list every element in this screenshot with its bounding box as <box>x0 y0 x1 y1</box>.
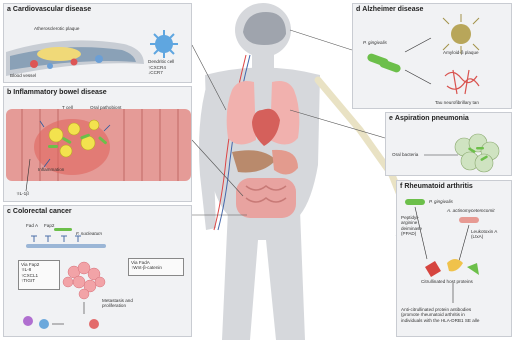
label-oral-pathobiont: Oral pathobiont <box>90 105 121 110</box>
label-citrullinated: Citrullinated host proteins <box>421 279 473 284</box>
label-metastasis: Metastasis and proliferation <box>102 298 133 309</box>
label-fap2: Fap2 <box>44 223 54 228</box>
alveoli-illustration <box>386 113 513 177</box>
label-t-cell: T cell <box>62 105 73 110</box>
label-dendritic-cell: Dendritic cell <box>148 59 174 64</box>
alzheimer-illustration <box>353 4 513 110</box>
box-via-fada: Via FadA ↑Wnt-β-catenin <box>128 258 184 276</box>
label-plaque: Atherosclerotic plaque <box>34 26 79 31</box>
tumor-cells <box>63 262 105 299</box>
label-fnucleatum: F. nucleatum <box>76 231 102 236</box>
box-via-fap2: Via Fap2 ↑IL-8 ↑CXCL1 ↑TIGIT <box>18 260 60 290</box>
label-fada: Fad A <box>26 223 38 228</box>
label-aa: A. actinomycetemcomit <box>447 208 494 213</box>
label-markers: ↑CXCR4 ↓CCR7 <box>148 65 166 76</box>
immune-cells <box>23 316 99 329</box>
tau-tangles <box>445 70 479 94</box>
amyloid-plaque <box>443 14 479 54</box>
body-silhouette <box>199 3 320 340</box>
dendritic-cell <box>150 30 178 58</box>
pgingivalis-bacteria <box>366 52 401 73</box>
label-ppad: Peptidyl- arginine deiminase (PPAD) <box>401 215 422 236</box>
label-il1b: ↑IL-1β <box>16 191 29 196</box>
label-pgingivalis: P. gingivalis <box>363 40 387 45</box>
via-fada-body: ↑Wnt-β-catenin <box>131 265 181 270</box>
label-acpa: Anti-citrullinated protein antibodies (p… <box>401 307 479 323</box>
label-inflammation: Inflammation <box>38 167 64 172</box>
intestines <box>236 178 296 218</box>
label-ltxa: Leukotoxin A (LtxA) <box>471 229 497 240</box>
label-amyloid: Amyloid-β plaque <box>443 50 479 55</box>
citrullinated-proteins <box>425 259 479 277</box>
via-fap2-body: ↑IL-8 ↑CXCL1 ↑TIGIT <box>21 267 57 283</box>
label-oral-bacteria: Oral bacteria <box>392 152 418 157</box>
fnucleatum <box>54 228 72 231</box>
label-blood-vessel: Blood vessel <box>10 73 36 78</box>
label-f-pgingivalis: P. gingivalis <box>429 199 453 204</box>
label-tau: Tau neurofibrillary tan <box>435 100 479 105</box>
